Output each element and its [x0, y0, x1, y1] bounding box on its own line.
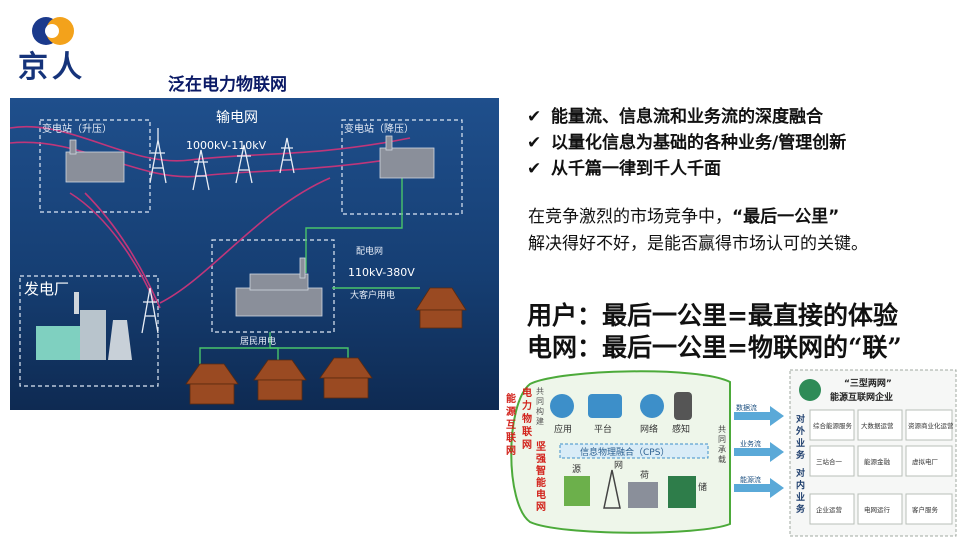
distribution-label: 配电网 [356, 245, 383, 257]
top-icons [550, 392, 692, 420]
check-icon: ✔ [527, 107, 542, 127]
label-source: 源 [572, 464, 581, 475]
cps-caption: 信息物理融合（CPS） [580, 446, 669, 458]
co-build-vertical: 共 同 构 建 [536, 387, 547, 426]
bottom-icons [564, 469, 696, 509]
external-business-vertical: 对 外 业 务 [795, 413, 808, 461]
power-iot-vertical: 电 力 物 联 网 [522, 386, 535, 451]
company-logo-mark [32, 17, 74, 45]
label-app: 应用 [554, 423, 572, 435]
right-header-2: 能源互联网企业 [830, 391, 893, 403]
transmission-towers [141, 128, 295, 334]
bullet-1: ✔ 能量流、信息流和业务流的深度融合 [527, 102, 823, 127]
label-network: 网络 [640, 423, 658, 435]
power-plant-label: 发电厂 [24, 280, 69, 298]
co-carry-vertical: 共 同 承 载 [718, 425, 729, 464]
residential-label: 居民用电 [240, 335, 276, 347]
right-header-1: “三型两网” [844, 377, 892, 389]
bullet-text: 以量化信息为基础的各种业务/管理创新 [551, 133, 847, 153]
big-line-grid: 电网：最后一公里=物联网的“联” [527, 333, 902, 362]
grid-cell-4: 三站合一 [816, 457, 843, 466]
step-up-substation-box [39, 119, 151, 213]
network-icon [640, 394, 664, 418]
storage-icon [668, 476, 696, 508]
flow-business: 业务流 [740, 439, 761, 448]
power-grid-illustration: 输电网 1000kV-110kV 变电站（升压） 变电站（降压） 发电厂 配电网… [10, 98, 499, 410]
sensor-icon [674, 392, 692, 420]
energy-internet-diagram: 能 源 互 联 网 电 力 物 联 网 坚 强 智 能 电 网 共 同 构 建 [500, 364, 960, 540]
big-line-user: 用户：最后一公里=最直接的体验 [527, 301, 898, 330]
bullet-2: ✔ 以量化信息为基础的各种业务/管理创新 [527, 128, 846, 153]
label-storage: 储 [698, 481, 707, 493]
check-icon: ✔ [527, 159, 542, 179]
paragraph-line1-prefix: 在竞争激烈的市场竞争中， [528, 207, 732, 227]
strong-smart-grid-vertical: 坚 强 智 能 电 网 [536, 440, 549, 513]
houses [185, 287, 467, 405]
grid-cell-5: 能源金融 [864, 457, 891, 466]
grid-cell-3: 资源商业化运营 [908, 421, 954, 430]
platform-icon [588, 394, 622, 418]
label-grid: 网 [614, 460, 623, 471]
sgcc-logo-icon [799, 379, 821, 401]
voltage-transmission: 1000kV-110kV [186, 139, 267, 152]
app-icon [550, 394, 574, 418]
paragraph-line2: 解决得好不好，是能否赢得市场认可的关键。 [528, 234, 868, 254]
substation-step-up-label: 变电站（升压） [42, 122, 112, 135]
grid-icon [603, 469, 621, 509]
grid-cell-1: 综合能源服务 [813, 421, 853, 430]
bullet-text: 能量流、信息流和业务流的深度融合 [551, 107, 823, 127]
grid-cell-8: 电网运行 [864, 505, 891, 514]
paragraph-emphasis: “最后一公里” [732, 207, 840, 227]
bullet-3: ✔ 从千篇一律到千人千面 [527, 154, 721, 179]
substation-step-down-label: 变电站（降压） [344, 122, 414, 135]
grid-cell-9: 客户服务 [912, 505, 939, 514]
distribution-box [211, 239, 335, 333]
voltage-distribution: 110kV-380V [348, 266, 415, 279]
grid-cell-7: 企业运营 [816, 505, 843, 514]
slide-title: 泛在电力物联网 [168, 75, 287, 95]
check-icon: ✔ [527, 133, 542, 153]
label-platform: 平台 [594, 423, 612, 435]
energy-internet-vertical: 能 源 互 联 网 [506, 392, 519, 457]
power-plant-graphic [36, 292, 132, 360]
source-icon [564, 476, 590, 506]
paragraph: 在竞争激烈的市场竞争中，“最后一公里” 解决得好不好，是能否赢得市场认可的关键。 [528, 204, 868, 258]
flow-arrows [734, 406, 784, 498]
internal-business-vertical: 对 内 业 务 [796, 467, 808, 515]
bullet-text: 从千篇一律到千人千面 [551, 159, 721, 179]
grid-cell-6: 虚拟电厂 [912, 457, 939, 466]
load-icon [628, 482, 658, 508]
label-load: 荷 [640, 470, 649, 481]
grid-cell-2: 大数据运营 [861, 421, 894, 430]
label-sense: 感知 [672, 423, 690, 435]
grid-label: 输电网 [216, 110, 258, 126]
flow-energy: 能源流 [740, 475, 761, 484]
company-logo-text: 京人 [18, 50, 86, 85]
large-customer-label: 大客户用电 [350, 289, 395, 301]
flow-data: 数据流 [736, 403, 757, 412]
